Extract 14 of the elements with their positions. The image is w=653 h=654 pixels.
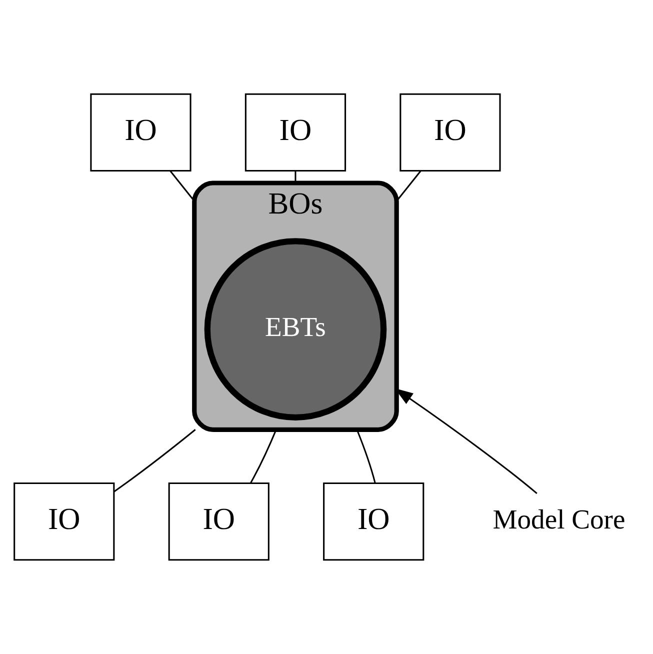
connector <box>170 170 195 202</box>
connector <box>250 429 277 484</box>
node-text: Model Core <box>492 503 626 534</box>
connector <box>396 170 422 202</box>
connector <box>114 429 196 492</box>
connector <box>356 429 376 484</box>
node-box: IO <box>14 482 115 561</box>
connector <box>294 170 296 183</box>
node-box: IO <box>323 482 424 561</box>
node-circle: EBTs <box>204 238 387 420</box>
node-box: IO <box>168 482 270 561</box>
node-box: IO <box>244 93 346 172</box>
node-box: IO <box>90 93 192 172</box>
node-box: IO <box>400 93 501 172</box>
